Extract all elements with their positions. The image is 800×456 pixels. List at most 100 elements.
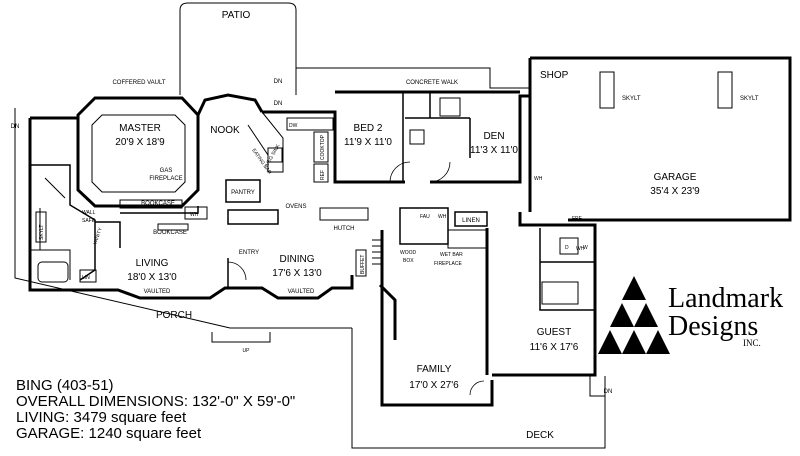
fre-label: FRE [572,216,583,222]
safe-label: SAFE [82,218,96,224]
up-label: UP [243,348,251,354]
bed2-dim: 11'9 X 11'0 [344,137,392,148]
vaulted-2-label: VAULTED [288,289,315,295]
concrete-walk-outline [296,67,530,89]
guest-dim: 11'6 X 17'6 [530,342,579,353]
triangle-mark-icon [598,276,670,354]
coffered-vault-label: COFFERED VAULT [112,80,165,86]
master-label: MASTER [119,123,161,134]
skylight-1 [599,71,615,109]
bookcase-a-shape [119,199,183,209]
logo-line2: Designs [668,311,758,342]
logo-line1: Landmark [668,283,783,314]
cooktop-label: COOKTOP [320,134,326,160]
dw-label: DW [289,123,298,129]
bookcase-b-label: BOOKCASE [153,230,187,236]
box-label: BOX [403,258,414,264]
wall-label: WALL [82,210,96,216]
bath-toilet [409,129,425,145]
wh-3-label: WH [438,214,447,220]
porch-label: PORCH [156,310,192,321]
skylt-1-label: SKYLT [622,96,641,102]
door-swing-den [429,161,451,183]
washer-dryer [559,237,579,255]
wh-1-label: WH [190,212,199,218]
garage-walls [528,56,792,222]
deck-steps [589,376,605,397]
patio-outline [179,2,297,95]
deck-outline [351,328,606,449]
living-label: LIVING [136,258,169,269]
tub [37,261,69,283]
north-walls [262,94,530,184]
eating-bar [247,111,284,173]
gas-label: GAS [160,168,173,174]
garage-label: GARAGE [654,172,697,183]
dishwasher-counter [286,117,334,131]
fireplace-block [399,207,449,245]
veg-sink-label: VEG SINK [265,143,282,167]
living-area: LIVING: 3479 square feet [16,409,187,426]
stairs [372,239,382,265]
porch-outline [14,108,352,329]
den-tub [439,97,461,117]
buffet-shape [355,249,367,277]
bookcase-a-label: BOOKCASE [141,201,175,207]
wh-closet [184,206,208,220]
west-wing-walls [28,116,354,300]
pantry [225,179,261,203]
nook-label: NOOK [210,125,240,136]
skylight-bath [35,211,47,243]
skylt-bath-label: SKYLT [39,225,45,240]
door-swing-family [469,380,485,396]
skylight-2 [717,71,733,109]
d-label: D [565,245,569,251]
dining-label: DINING [280,254,315,265]
closet-walls [95,206,199,248]
door-swing-entry [227,261,247,281]
overall-dimensions: OVERALL DIMENSIONS: 132'-0" X 59'-0" [16,393,295,410]
coffered-ceiling [91,114,186,193]
entry-label: ENTRY [239,250,259,256]
buffet-label: BUFFET [360,255,366,274]
outdoor-outlines [14,2,606,449]
dn-nook-label: DN [274,101,283,107]
wet-bar-label: WET BAR [440,252,463,258]
interior-walls [30,71,733,311]
dining-dim: 17'6 X 13'0 [272,268,322,279]
bed-den-walls [402,92,471,182]
room-labels: PATIO COFFERED VAULT MASTER 20'9 X 18'9 … [11,10,759,441]
family-stub [378,283,397,340]
garage-dim: 35'4 X 23'9 [650,186,700,197]
hutch-shape [319,207,369,221]
plan-name: BING (403-51) [16,377,114,394]
guest-shower [541,281,579,305]
vaulted-1-label: VAULTED [144,289,171,295]
family-guest-walls [380,212,597,407]
wet-bar-counter [447,229,487,249]
bookcase-b-shape [157,223,189,231]
ovens-counter [227,209,279,225]
logo-inc: INC. [743,338,761,348]
pantry-label: PANTRY [231,190,255,196]
wh-4-label: WH [576,246,585,252]
dn-patio-label: DN [274,79,283,85]
porch-steps [211,332,271,343]
linen-shape [454,211,488,227]
bed2-label: BED 2 [354,123,383,134]
cooktop [313,131,329,163]
lin-label: LIN [82,275,90,281]
nook-bay [196,93,264,116]
exterior-walls [28,56,792,407]
w-label: W [583,245,588,251]
guest-label: GUEST [537,327,571,338]
plan-info: BING (403-51) OVERALL DIMENSIONS: 132'-0… [16,377,295,442]
skylt-2-label: SKYLT [740,96,759,102]
ref-label: REF [320,170,326,180]
deck-label: DECK [526,430,554,441]
master-walls [76,96,200,208]
guest-bath-walls [539,228,595,311]
vanity-label: VANITY [92,226,104,245]
